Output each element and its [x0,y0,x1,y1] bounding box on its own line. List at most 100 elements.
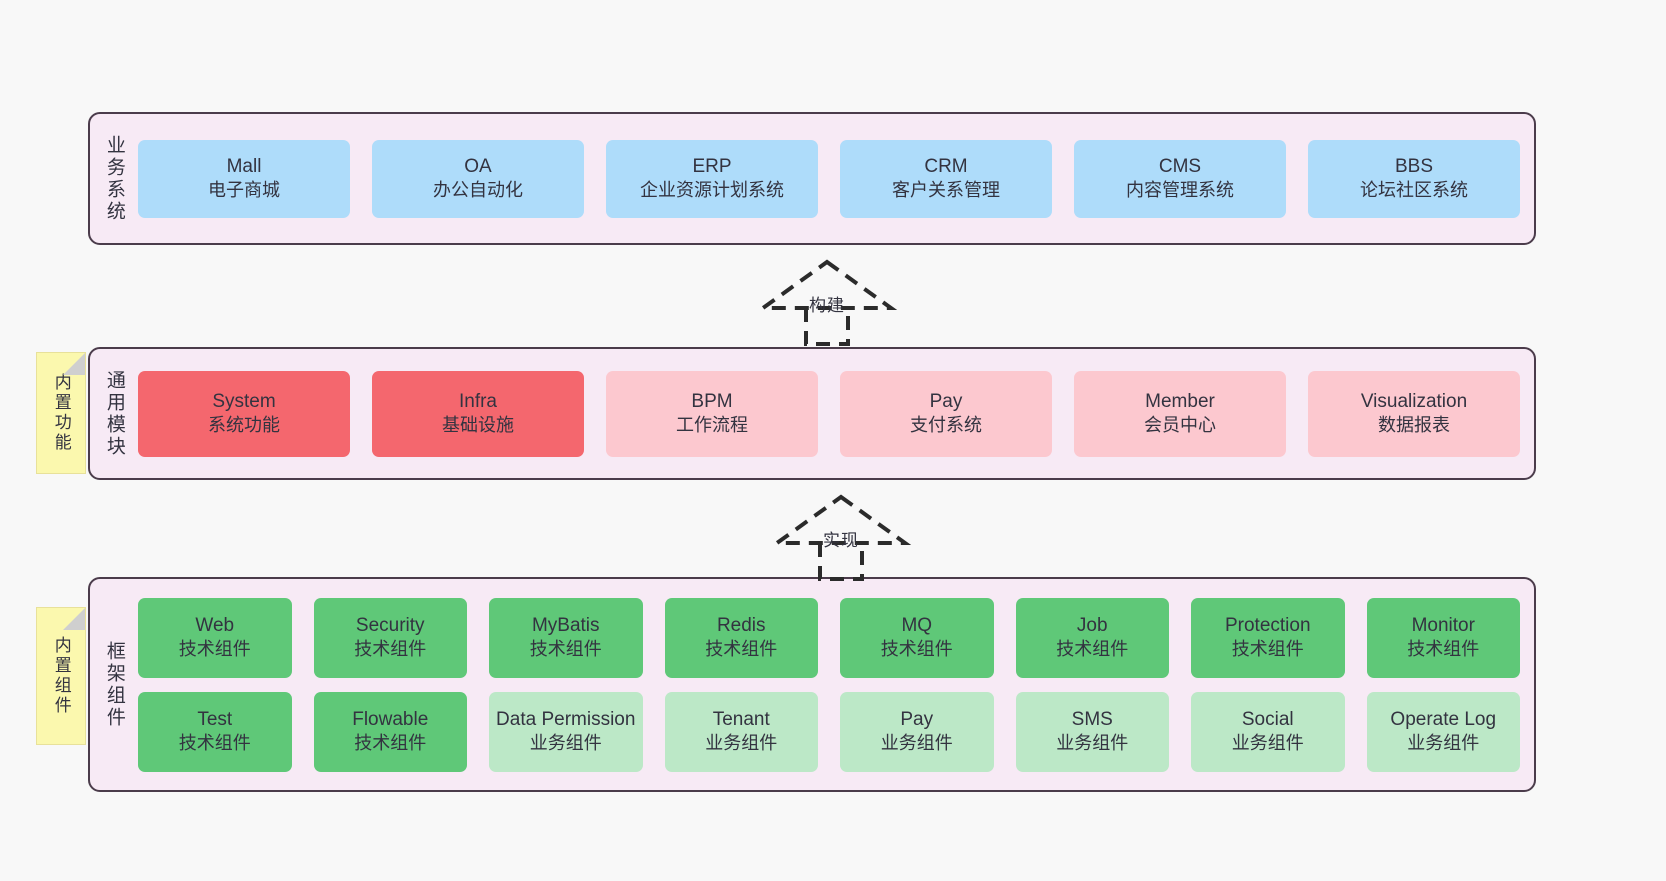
component-box-social[interactable]: Social 业务组件 [1191,691,1345,772]
module-box-member[interactable]: Member 会员中心 [1074,370,1286,457]
component-box-tenant[interactable]: Tenant 业务组件 [664,691,818,772]
component-box-flowable[interactable]: Flowable 技术组件 [313,691,467,772]
component-box-monitor[interactable]: Monitor 技术组件 [1366,597,1520,678]
layer-caption-business: 业务系统 [103,134,125,223]
component-box-mq[interactable]: MQ 技术组件 [840,597,994,678]
module-name: Pay [929,391,963,413]
component-name: Social [1241,709,1294,731]
module-name: ERP [692,156,732,178]
component-desc: 业务组件 [705,733,778,754]
component-desc: 技术组件 [178,733,251,754]
component-box-pay[interactable]: Pay 业务组件 [840,691,994,772]
module-box-cms[interactable]: CMS 内容管理系统 [1074,139,1286,218]
layer-framework-components: 框架组件 Web 技术组件 Security 技术组件 MyBatis 技术组件… [88,577,1536,792]
component-name: Operate Log [1390,709,1497,731]
connector-build: 构建 [756,258,898,346]
component-box-web[interactable]: Web 技术组件 [138,597,292,678]
component-desc: 技术组件 [354,733,427,754]
component-name: Monitor [1411,615,1475,637]
module-row: Web 技术组件 Security 技术组件 MyBatis 技术组件 Redi… [138,597,1520,678]
module-desc: 电子商城 [208,180,280,201]
component-box-mybatis[interactable]: MyBatis 技术组件 [489,597,643,678]
component-desc: 业务组件 [880,733,953,754]
module-box-pay[interactable]: Pay 支付系统 [840,370,1052,457]
component-desc: 业务组件 [1407,733,1480,754]
module-box-oa[interactable]: OA 办公自动化 [372,139,584,218]
component-name: Test [197,709,233,731]
layer-caption-framework: 框架组件 [103,640,125,729]
component-desc: 业务组件 [1056,733,1129,754]
module-name: Visualization [1360,391,1468,413]
connector-implement: 实现 [770,493,912,581]
module-box-system[interactable]: System 系统功能 [138,370,350,457]
module-row: System 系统功能 Infra 基础设施 BPM 工作流程 Pay 支付系统… [138,370,1520,457]
component-name: Data Permission [496,709,636,731]
component-box-data-permission[interactable]: Data Permission 业务组件 [489,691,643,772]
component-box-test[interactable]: Test 技术组件 [138,691,292,772]
connector-label-implement: 实现 [823,531,859,550]
module-name: Member [1145,391,1215,413]
note-builtin-function: 内置功能 [36,352,86,474]
module-desc: 论坛社区系统 [1360,180,1468,201]
module-name: Mall [226,156,262,178]
component-desc: 技术组件 [1056,639,1129,660]
component-desc: 技术组件 [529,639,602,660]
module-box-infra[interactable]: Infra 基础设施 [372,370,584,457]
module-box-visualization[interactable]: Visualization 数据报表 [1308,370,1520,457]
module-desc: 基础设施 [442,415,514,436]
module-box-mall[interactable]: Mall 电子商城 [138,139,350,218]
component-name: MyBatis [531,615,600,637]
module-desc: 内容管理系统 [1126,180,1234,201]
layer-body-common: System 系统功能 Infra 基础设施 BPM 工作流程 Pay 支付系统… [138,349,1534,478]
component-name: Web [195,615,235,637]
component-box-security[interactable]: Security 技术组件 [313,597,467,678]
component-desc: 技术组件 [178,639,251,660]
module-desc: 企业资源计划系统 [640,180,784,201]
layer-business-systems: 业务系统 Mall 电子商城 OA 办公自动化 ERP 企业资源计划系统 CRM… [88,112,1536,245]
module-desc: 办公自动化 [433,180,523,201]
generalization-arrow-icon [770,494,912,581]
module-desc: 客户关系管理 [892,180,1000,201]
module-desc: 数据报表 [1378,415,1450,436]
module-name: CRM [924,156,968,178]
layer-caption-common: 通用模块 [103,369,125,458]
component-name: Job [1076,615,1108,637]
component-box-job[interactable]: Job 技术组件 [1015,597,1169,678]
component-name: Protection [1224,615,1311,637]
module-name: Infra [458,391,498,413]
layer-body-business: Mall 电子商城 OA 办公自动化 ERP 企业资源计划系统 CRM 客户关系… [138,114,1534,243]
generalization-arrow-icon [756,259,898,346]
component-name: MQ [901,615,933,637]
component-name: Flowable [352,709,429,731]
component-desc: 业务组件 [529,733,602,754]
module-name: BPM [691,391,733,413]
module-desc: 支付系统 [910,415,982,436]
module-box-bbs[interactable]: BBS 论坛社区系统 [1308,139,1520,218]
component-name: SMS [1071,709,1113,731]
component-name: Tenant [712,709,770,731]
module-name: CMS [1158,156,1202,178]
component-desc: 技术组件 [1231,639,1304,660]
layer-common-modules: 通用模块 System 系统功能 Infra 基础设施 BPM 工作流程 Pay… [88,347,1536,480]
module-name: BBS [1394,156,1434,178]
component-desc: 技术组件 [1407,639,1480,660]
component-box-operate-log[interactable]: Operate Log 业务组件 [1366,691,1520,772]
module-desc: 工作流程 [676,415,748,436]
component-desc: 技术组件 [880,639,953,660]
component-desc: 技术组件 [705,639,778,660]
layer-body-framework: Web 技术组件 Security 技术组件 MyBatis 技术组件 Redi… [138,579,1534,790]
component-box-sms[interactable]: SMS 业务组件 [1015,691,1169,772]
component-name: Pay [900,709,934,731]
module-desc: 系统功能 [208,415,280,436]
connector-label-build: 构建 [809,296,845,315]
module-box-crm[interactable]: CRM 客户关系管理 [840,139,1052,218]
module-row: Test 技术组件 Flowable 技术组件 Data Permission … [138,691,1520,772]
component-box-protection[interactable]: Protection 技术组件 [1191,597,1345,678]
module-row: Mall 电子商城 OA 办公自动化 ERP 企业资源计划系统 CRM 客户关系… [138,139,1520,218]
component-box-redis[interactable]: Redis 技术组件 [664,597,818,678]
module-box-bpm[interactable]: BPM 工作流程 [606,370,818,457]
component-name: Security [355,615,425,637]
module-box-erp[interactable]: ERP 企业资源计划系统 [606,139,818,218]
module-desc: 会员中心 [1144,415,1216,436]
